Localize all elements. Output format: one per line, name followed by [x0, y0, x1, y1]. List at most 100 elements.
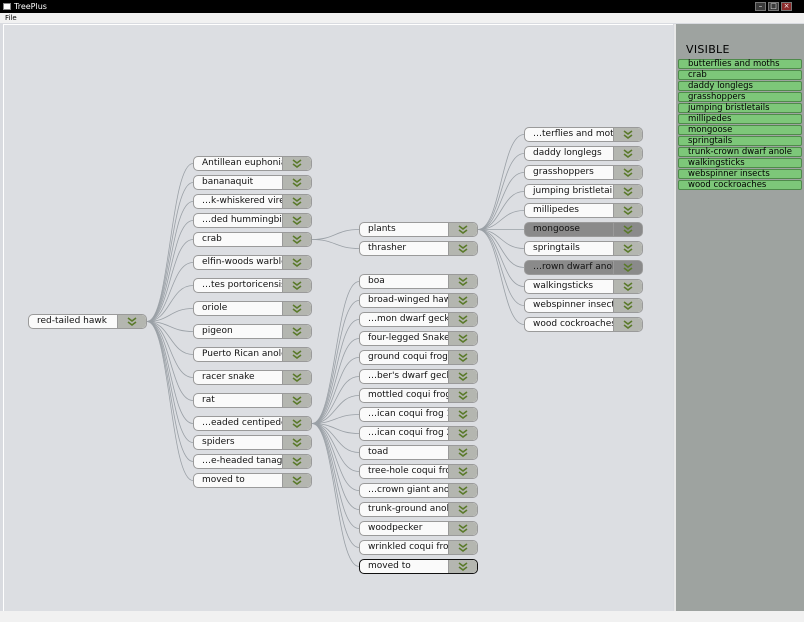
expand-button[interactable] [448, 313, 477, 326]
visible-item[interactable]: webspinner insects [678, 169, 802, 179]
expand-button[interactable] [613, 280, 642, 293]
tree-node[interactable]: crab [193, 232, 312, 247]
visible-item[interactable]: trunk-crown dwarf anole [678, 147, 802, 157]
expand-button[interactable] [282, 371, 311, 384]
visible-item[interactable]: grasshoppers [678, 92, 802, 102]
tree-node[interactable]: …eaded centipede [193, 416, 312, 431]
visible-item[interactable]: mongoose [678, 125, 802, 135]
tree-node[interactable]: racer snake [193, 370, 312, 385]
tree-node[interactable]: bananaquit [193, 175, 312, 190]
tree-node[interactable]: Puerto Rican anole [193, 347, 312, 362]
tree-node[interactable]: grasshoppers [524, 165, 643, 180]
tree-node[interactable]: oriole [193, 301, 312, 316]
expand-button[interactable] [448, 242, 477, 255]
tree-node[interactable]: …ican coqui frog 1 [359, 407, 478, 422]
tree-node[interactable]: …tes portoricensis [193, 278, 312, 293]
tree-node[interactable]: mongoose [524, 222, 643, 237]
tree-node[interactable]: four-legged Snake [359, 331, 478, 346]
expand-button[interactable] [448, 446, 477, 459]
expand-button[interactable] [448, 408, 477, 421]
tree-node[interactable]: …ded hummingbird [193, 213, 312, 228]
tree-node[interactable]: …e-headed tanager [193, 454, 312, 469]
expand-button[interactable] [448, 389, 477, 402]
expand-button[interactable] [282, 214, 311, 227]
expand-button[interactable] [448, 484, 477, 497]
tree-node[interactable]: …ber's dwarf gecko [359, 369, 478, 384]
expand-button[interactable] [282, 279, 311, 292]
tree-node[interactable]: …mon dwarf gecko [359, 312, 478, 327]
tree-node[interactable]: rat [193, 393, 312, 408]
expand-button[interactable] [613, 299, 642, 312]
tree-canvas[interactable]: red-tailed hawk Antillean euphonia bananaq… [3, 24, 673, 612]
expand-button[interactable] [448, 370, 477, 383]
expand-button[interactable] [613, 204, 642, 217]
expand-button[interactable] [448, 351, 477, 364]
expand-button[interactable] [613, 147, 642, 160]
maximize-button[interactable]: □ [768, 2, 779, 11]
expand-button[interactable] [282, 176, 311, 189]
expand-button[interactable] [448, 465, 477, 478]
tree-node[interactable]: millipedes [524, 203, 643, 218]
expand-button[interactable] [613, 223, 642, 236]
tree-node[interactable]: …terflies and moths [524, 127, 643, 142]
tree-node[interactable]: elfin-woods warbler [193, 255, 312, 270]
tree-node[interactable]: tree-hole coqui frog [359, 464, 478, 479]
visible-item[interactable]: millipedes [678, 114, 802, 124]
minimize-button[interactable]: – [755, 2, 766, 11]
expand-button[interactable] [448, 522, 477, 535]
tree-node[interactable]: wrinkled coqui frog [359, 540, 478, 555]
visible-item[interactable]: butterflies and moths [678, 59, 802, 69]
expand-button[interactable] [613, 128, 642, 141]
visible-item[interactable]: springtails [678, 136, 802, 146]
expand-button[interactable] [448, 560, 477, 573]
tree-node[interactable]: wood cockroaches [524, 317, 643, 332]
expand-button[interactable] [613, 261, 642, 274]
expand-button[interactable] [282, 157, 311, 170]
expand-button[interactable] [282, 348, 311, 361]
expand-button[interactable] [448, 541, 477, 554]
expand-button[interactable] [448, 503, 477, 516]
expand-button[interactable] [282, 394, 311, 407]
tree-node[interactable]: …k-whiskered vireo [193, 194, 312, 209]
tree-node[interactable]: moved to [193, 473, 312, 488]
tree-node[interactable]: trunk-ground anole [359, 502, 478, 517]
tree-node[interactable]: plants [359, 222, 478, 237]
root-node[interactable]: red-tailed hawk [28, 314, 147, 329]
tree-node[interactable]: pigeon [193, 324, 312, 339]
expand-button[interactable] [613, 318, 642, 331]
tree-node[interactable]: broad-winged hawk [359, 293, 478, 308]
visible-item[interactable]: crab [678, 70, 802, 80]
tree-node[interactable]: spiders [193, 435, 312, 450]
tree-node[interactable]: …crown giant anole [359, 483, 478, 498]
tree-node[interactable]: walkingsticks [524, 279, 643, 294]
expand-button[interactable] [282, 417, 311, 430]
expand-button[interactable] [448, 332, 477, 345]
expand-button[interactable] [282, 233, 311, 246]
tree-node[interactable]: Antillean euphonia [193, 156, 312, 171]
tree-node[interactable]: daddy longlegs [524, 146, 643, 161]
tree-node[interactable]: springtails [524, 241, 643, 256]
expand-button[interactable] [613, 185, 642, 198]
tree-node[interactable]: …rown dwarf anole [524, 260, 643, 275]
tree-node[interactable]: woodpecker [359, 521, 478, 536]
visible-item[interactable]: jumping bristletails [678, 103, 802, 113]
visible-item[interactable]: daddy longlegs [678, 81, 802, 91]
expand-button[interactable] [117, 315, 146, 328]
tree-node[interactable]: mottled coqui frog [359, 388, 478, 403]
tree-node[interactable]: thrasher [359, 241, 478, 256]
expand-button[interactable] [448, 294, 477, 307]
tree-node[interactable]: toad [359, 445, 478, 460]
expand-button[interactable] [613, 166, 642, 179]
expand-button[interactable] [613, 242, 642, 255]
close-button[interactable]: × [781, 2, 792, 11]
expand-button[interactable] [282, 325, 311, 338]
expand-button[interactable] [282, 256, 311, 269]
expand-button[interactable] [448, 275, 477, 288]
visible-item[interactable]: wood cockroaches [678, 180, 802, 190]
tree-node[interactable]: webspinner insects [524, 298, 643, 313]
expand-button[interactable] [282, 474, 311, 487]
tree-node[interactable]: ground coqui frog [359, 350, 478, 365]
expand-button[interactable] [282, 455, 311, 468]
tree-node[interactable]: …ican coqui frog 2 [359, 426, 478, 441]
expand-button[interactable] [448, 223, 477, 236]
